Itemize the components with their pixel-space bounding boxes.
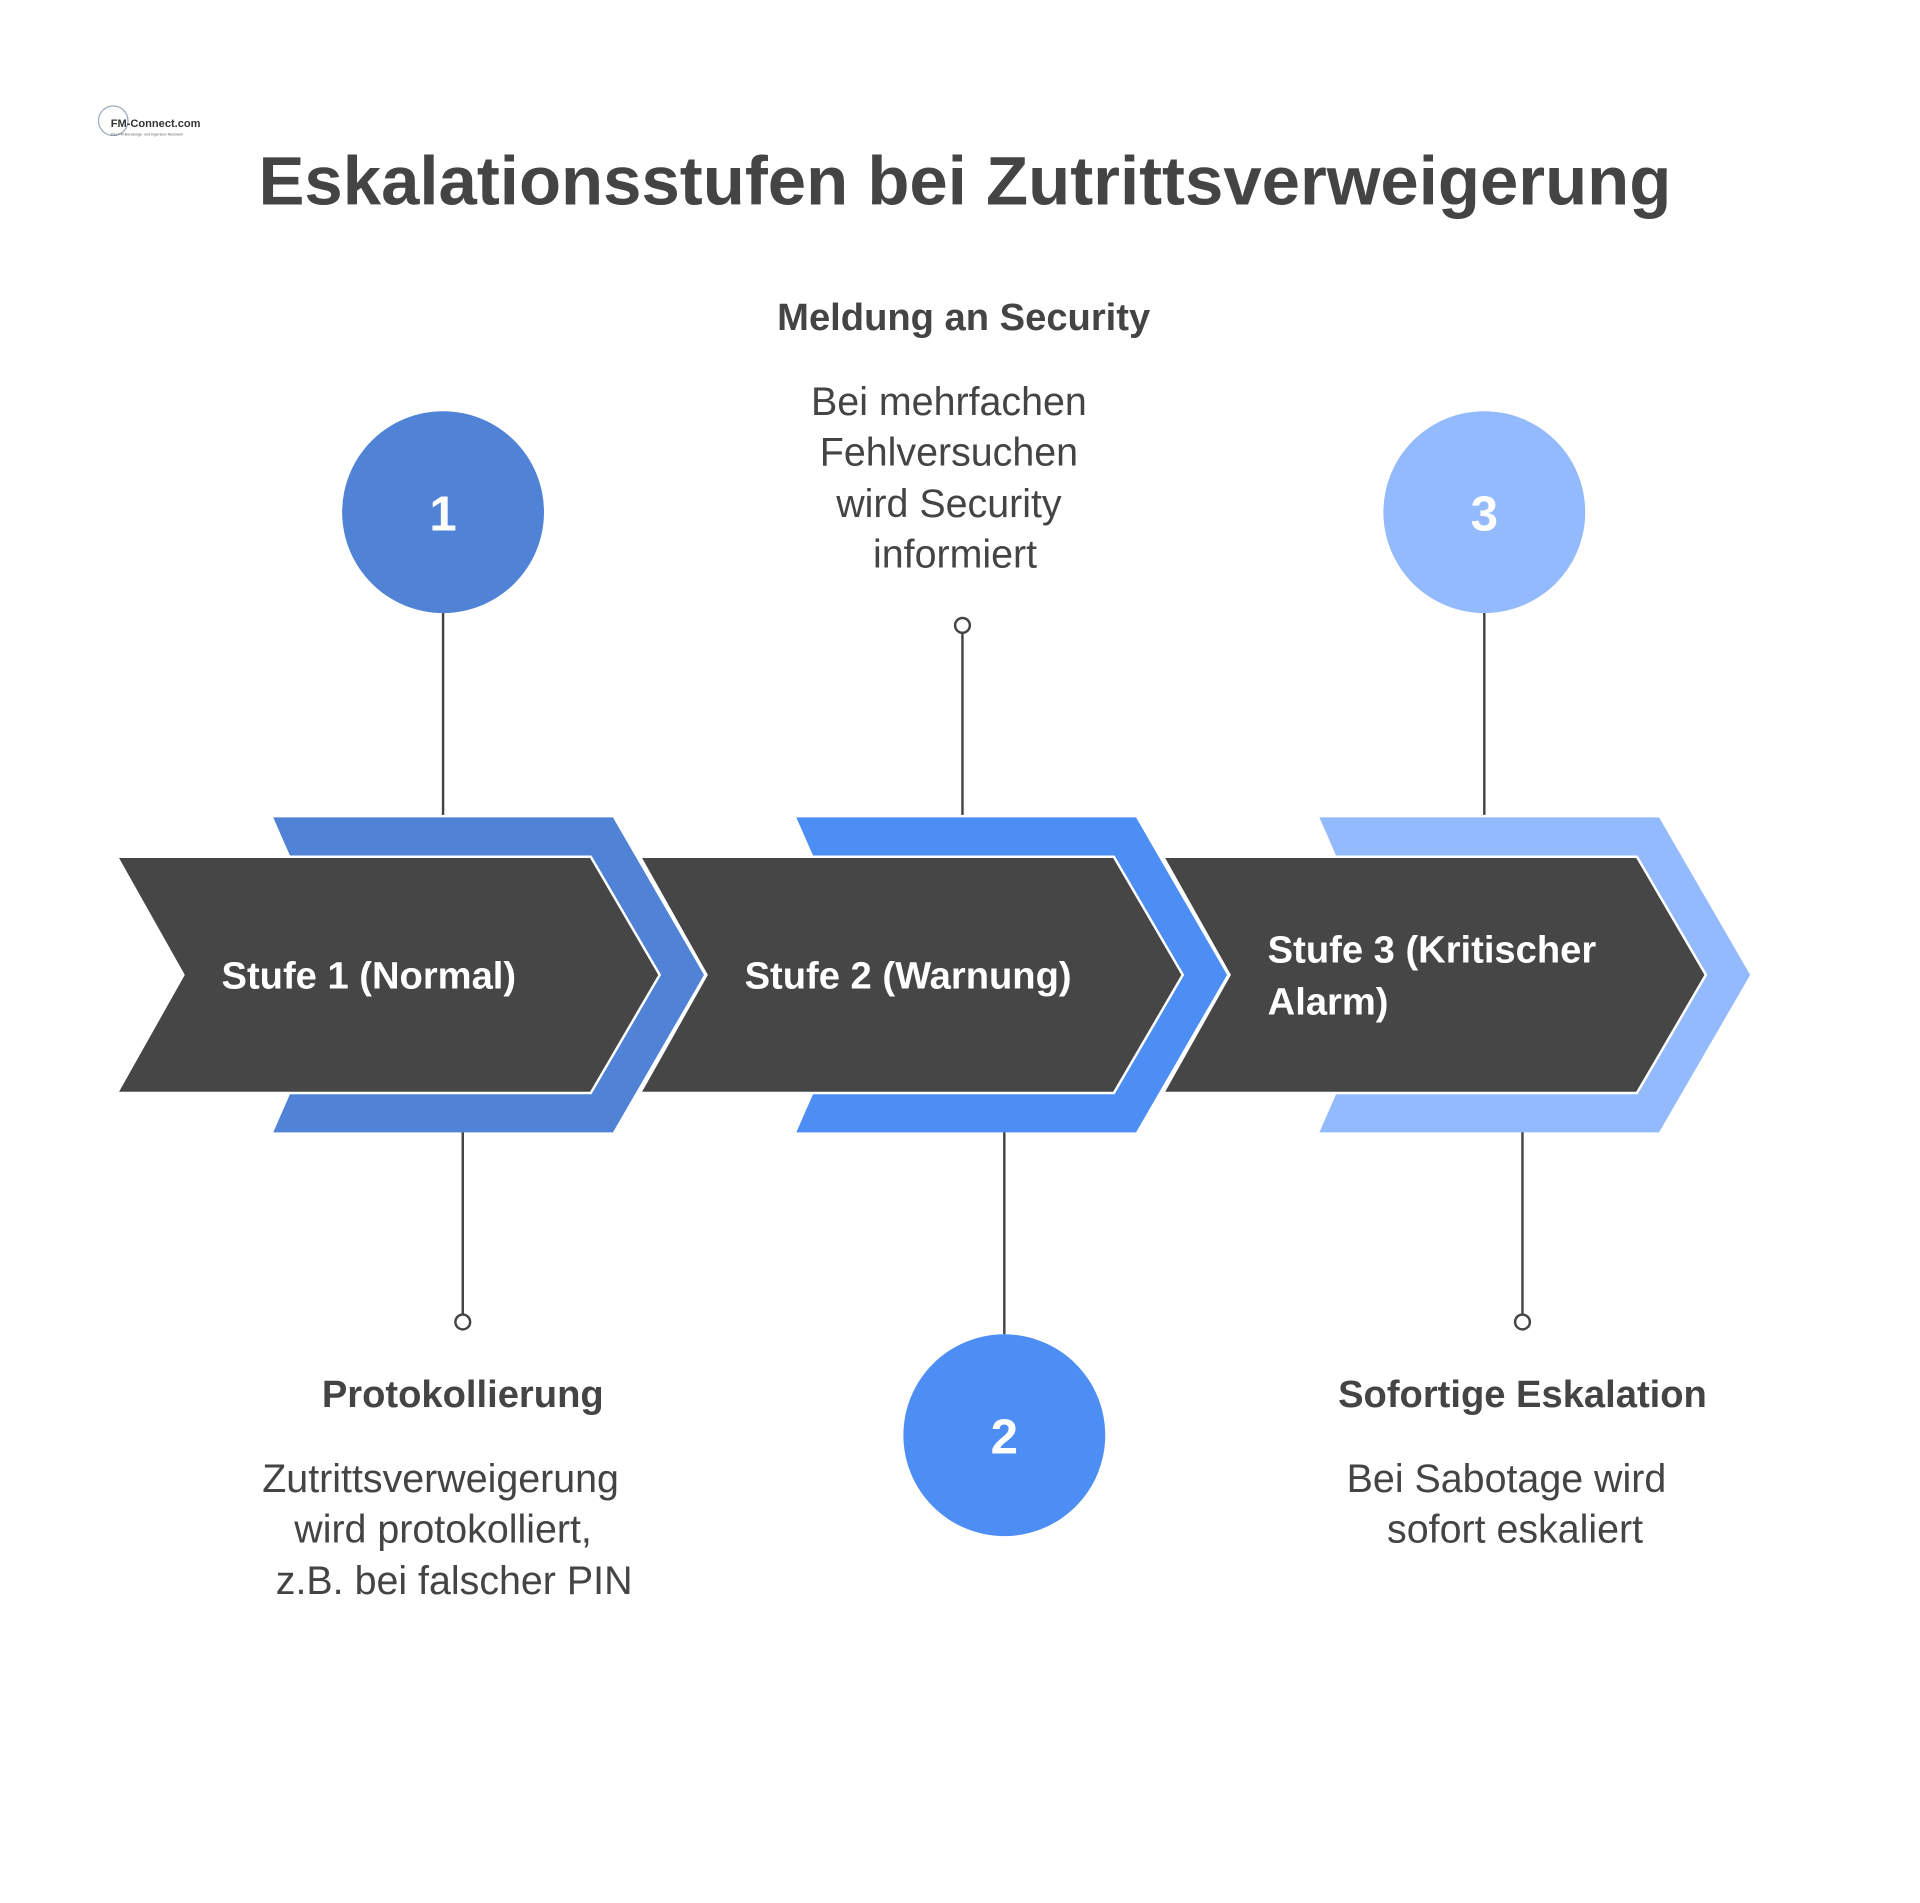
stage-3-number: 3 [1471, 487, 1498, 542]
stage-2-description: Fehlversuchen [820, 430, 1078, 474]
stage-2-label: Stufe 2 (Warnung) [745, 954, 1072, 997]
stage-1-circle [342, 411, 544, 614]
stage-3-circle [1383, 411, 1586, 614]
stage-2-description: informiert [873, 533, 1037, 577]
stage-2-circle [903, 1334, 1106, 1537]
stage-3-chevron [1160, 855, 1708, 1095]
stage-2-heading: Meldung an Security [777, 296, 1150, 339]
stage-1-description: z.B. bei falscher PIN [276, 1559, 633, 1603]
svg-text:FM-Connect.com: FM-Connect.com [111, 118, 201, 130]
connector-dot [953, 616, 972, 634]
stage-1-label: Stufe 1 (Normal) [222, 954, 517, 997]
connector-dot [1513, 1313, 1532, 1331]
stage-1-number: 1 [429, 487, 456, 542]
stage-3-heading: Sofortige Eskalation [1338, 1373, 1707, 1416]
svg-text:Das FM-Beratungs- und Ingenieu: Das FM-Beratungs- und Ingenieur-Netzwerk [111, 132, 184, 136]
stage-1-chevron [114, 855, 662, 1095]
stage-1-description: Zutrittsverweigerung [262, 1457, 619, 1501]
stage-2-number: 2 [991, 1410, 1018, 1465]
logo: FM-Connect.com Das FM-Beratungs- und Ing… [97, 105, 201, 136]
connector-dot [454, 1313, 472, 1331]
stage-2-description: wird Security [835, 482, 1062, 526]
stage-3-description: Bei Sabotage wird [1347, 1457, 1667, 1501]
stage-2-description: Bei mehrfachen [811, 380, 1087, 424]
stage-3-description: sofort eskaliert [1387, 1507, 1643, 1551]
stage-3-label: Alarm) [1268, 980, 1389, 1023]
stage-1-heading: Protokollierung [322, 1373, 604, 1416]
page-title: Eskalationsstufen bei Zutrittsverweigeru… [258, 142, 1671, 219]
stage-3-label: Stufe 3 (Kritischer [1268, 929, 1597, 972]
stage-1-description: wird protokolliert, [293, 1507, 592, 1551]
stage-2-chevron [637, 855, 1185, 1095]
